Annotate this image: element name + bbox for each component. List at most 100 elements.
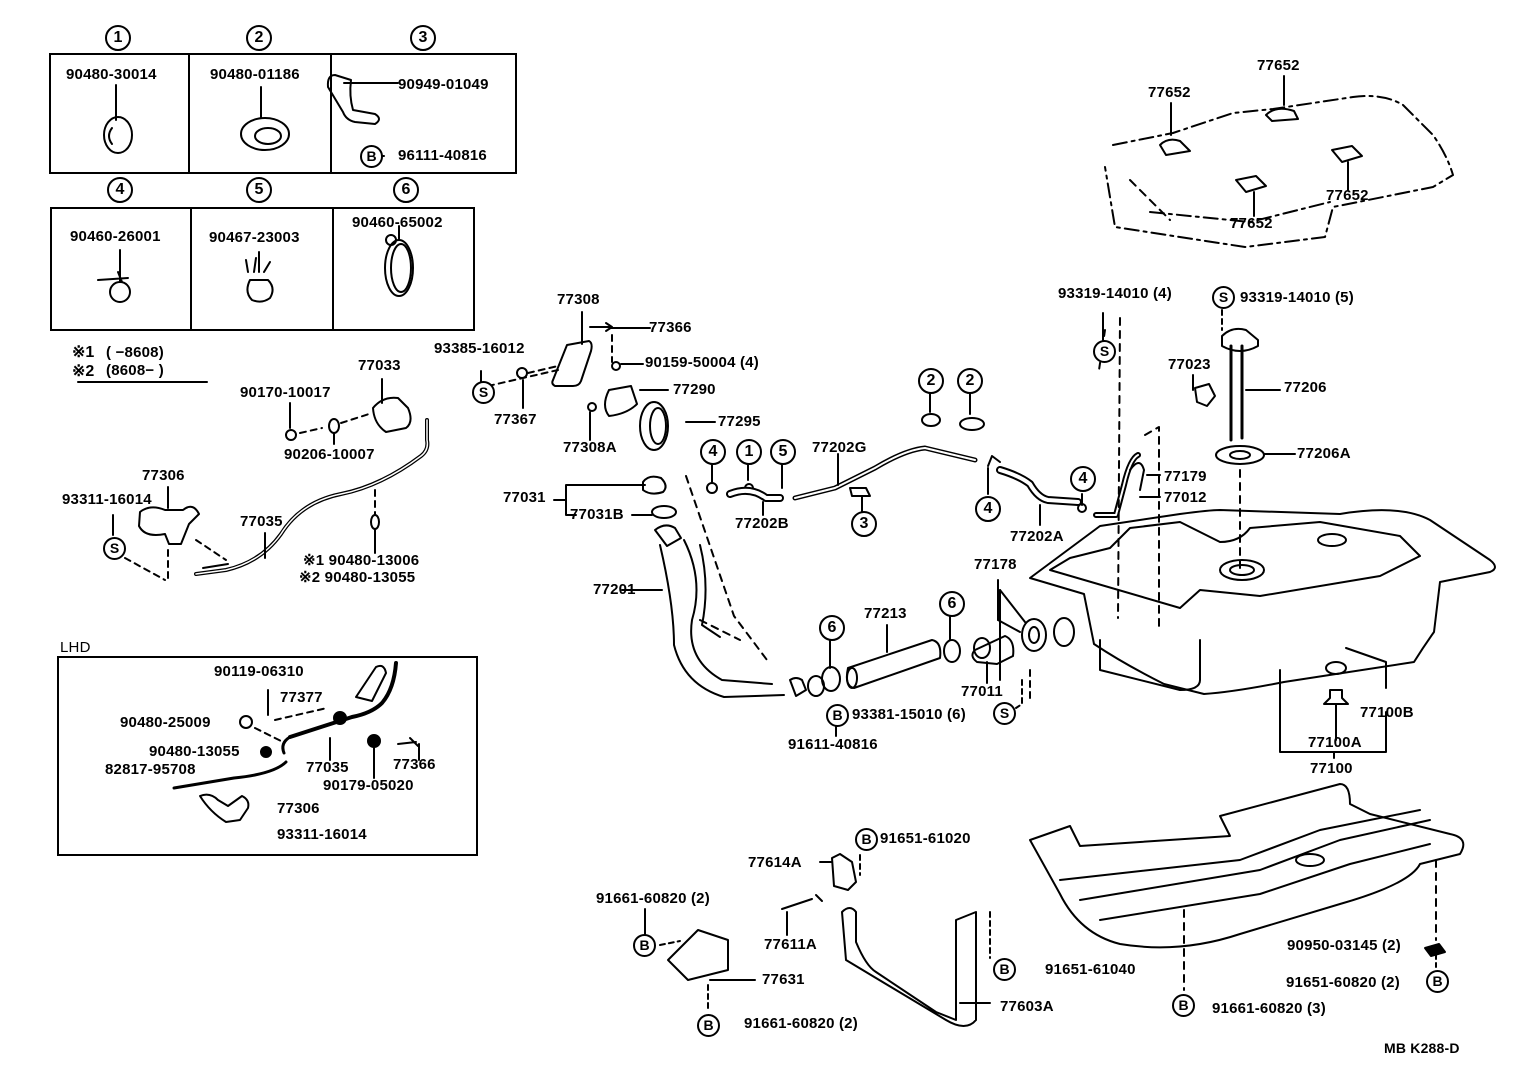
ref-circle-2: 2 <box>246 25 272 51</box>
part-label-77011: 77011 <box>961 683 1003 700</box>
legend-part-6: 90460-65002 <box>352 214 443 231</box>
fuel-tank-drawing <box>999 509 1496 759</box>
ref-circle-4: 4 <box>1070 466 1096 492</box>
part-label-77652: 77652 <box>1257 57 1300 74</box>
ref-circle-4: 4 <box>107 177 133 203</box>
note-2-range: (8608− ) <box>106 362 164 379</box>
part-label-77366: 77366 <box>649 319 692 336</box>
fuel-sender-drawing <box>1192 309 1296 571</box>
ref-circle-6: 6 <box>819 615 845 641</box>
grommet-drawing <box>103 116 133 154</box>
fuel-lid-drawing <box>551 340 593 387</box>
part-label-77100: 77100 <box>1310 760 1353 777</box>
sender-gasket-drawing <box>1215 445 1265 465</box>
part-label-91651-61020: 91651-61020 <box>880 830 971 847</box>
legend-part-3: 90949-01049 <box>398 76 489 93</box>
part-label-90206-10007: 90206-10007 <box>284 446 375 463</box>
part-label-93319-14010-5: 93319-14010 (5) <box>1240 289 1354 306</box>
divider <box>330 53 332 172</box>
part-label-77033: 77033 <box>358 357 401 374</box>
lhd-label-93311-16014: 93311-16014 <box>277 826 367 843</box>
part-label-77308: 77308 <box>557 291 600 308</box>
hose-clamp-drawing <box>384 239 414 297</box>
part-label-77206A: 77206A <box>1297 445 1351 462</box>
wing-clip-drawing <box>245 257 274 303</box>
tank-protector-drawing <box>1029 783 1465 991</box>
screw-marker-s: S <box>103 537 126 560</box>
legend-box-row-2 <box>50 207 475 331</box>
lhd-label-82817-95708: 82817-95708 <box>105 761 196 778</box>
part-label-93381-15010: 93381-15010 (6) <box>852 706 966 723</box>
part-label-77179: 77179 <box>1164 468 1207 485</box>
part-label-77035: 77035 <box>240 513 283 530</box>
lid-hinge-drawing <box>604 385 638 417</box>
lhd-label-90480-13055: 90480-13055 <box>149 743 240 760</box>
part-label-77611A: 77611A <box>764 936 817 953</box>
release-lever-drawing <box>138 505 200 545</box>
note-1-range: ( −8608) <box>106 344 164 361</box>
part-label-77201: 77201 <box>593 581 636 598</box>
part-label-90170-10017: 90170-10017 <box>240 384 331 401</box>
lhd-label-77035: 77035 <box>306 759 349 776</box>
clamp-bracket-drawing <box>326 74 380 125</box>
filler-neck-drawing <box>480 311 825 698</box>
legend-bolt-3: 96111-40816 <box>398 147 487 164</box>
legend-part-4: 90460-26001 <box>70 228 161 245</box>
lhd-label-90179-05020: 90179-05020 <box>323 777 414 794</box>
part-label-77178: 77178 <box>974 556 1017 573</box>
part-label-77652: 77652 <box>1148 84 1191 101</box>
lhd-label-77306: 77306 <box>277 800 320 817</box>
part-label-77100A: 77100A <box>1308 734 1362 751</box>
oval-grommet-drawing <box>240 117 290 151</box>
legend-part-2: 90480-01186 <box>210 66 300 83</box>
part-label-77652: 77652 <box>1326 187 1369 204</box>
ref-circle-1: 1 <box>105 25 131 51</box>
bolt-marker-b: B <box>1172 994 1195 1017</box>
ref-circle-5: 5 <box>770 439 796 465</box>
part-label-77031: 77031 <box>503 489 546 506</box>
part-label-77295: 77295 <box>718 413 761 430</box>
part-label-93311-16014: 93311-16014 <box>62 491 152 508</box>
part-label-77614A: 77614A <box>748 854 802 871</box>
part-label-77100B: 77100B <box>1360 704 1414 721</box>
divider <box>190 207 192 329</box>
ref-circle-4: 4 <box>975 496 1001 522</box>
note-2-mark: ※2 <box>72 363 95 380</box>
divider <box>188 53 190 172</box>
part-label-90950-03145: 90950-03145 (2) <box>1287 937 1401 954</box>
ref-circle-3: 3 <box>851 511 877 537</box>
part-label-93385-16012: 93385-16012 <box>434 340 525 357</box>
part-label-77202G: 77202G <box>812 439 867 456</box>
bolt-marker-b: B <box>993 958 1016 981</box>
part-label-90480-13055: ※2 90480-13055 <box>299 569 416 586</box>
part-label-77206: 77206 <box>1284 379 1327 396</box>
lhd-label-77377: 77377 <box>280 689 323 706</box>
diagram-code: MB K288-D <box>1384 1040 1460 1056</box>
part-label-91661-60820-3: 91661-60820 (3) <box>1212 1000 1326 1017</box>
screw-marker-s: S <box>472 381 495 404</box>
part-label-77202A: 77202A <box>1010 528 1064 545</box>
part-label-77603A: 77603A <box>1000 998 1054 1015</box>
legend-leaders <box>97 74 414 303</box>
hose-clip-drawing <box>109 281 131 303</box>
ref-circle-6: 6 <box>939 591 965 617</box>
part-label-77213: 77213 <box>864 605 907 622</box>
part-label-77306: 77306 <box>142 467 185 484</box>
bolt-marker-b: B <box>826 704 849 727</box>
bolt-marker-b: B <box>697 1014 720 1037</box>
ref-circle-2: 2 <box>918 368 944 394</box>
part-label-91661-60820-2b: 91661-60820 (2) <box>744 1015 858 1032</box>
ref-circle-1: 1 <box>736 439 762 465</box>
ref-circle-3: 3 <box>410 25 436 51</box>
ref-circle-2: 2 <box>957 368 983 394</box>
bolt-marker-b: B <box>360 145 383 168</box>
part-label-77367: 77367 <box>494 411 537 428</box>
part-label-90480-13006: ※1 90480-13006 <box>303 552 420 569</box>
screw-marker-s: S <box>993 702 1016 725</box>
part-label-91651-61040: 91651-61040 <box>1045 961 1136 978</box>
part-label-77023: 77023 <box>1168 356 1211 373</box>
bolt-marker-b: B <box>1426 970 1449 993</box>
legend-part-5: 90467-23003 <box>209 229 300 246</box>
part-label-91611-40816: 91611-40816 <box>788 736 878 753</box>
